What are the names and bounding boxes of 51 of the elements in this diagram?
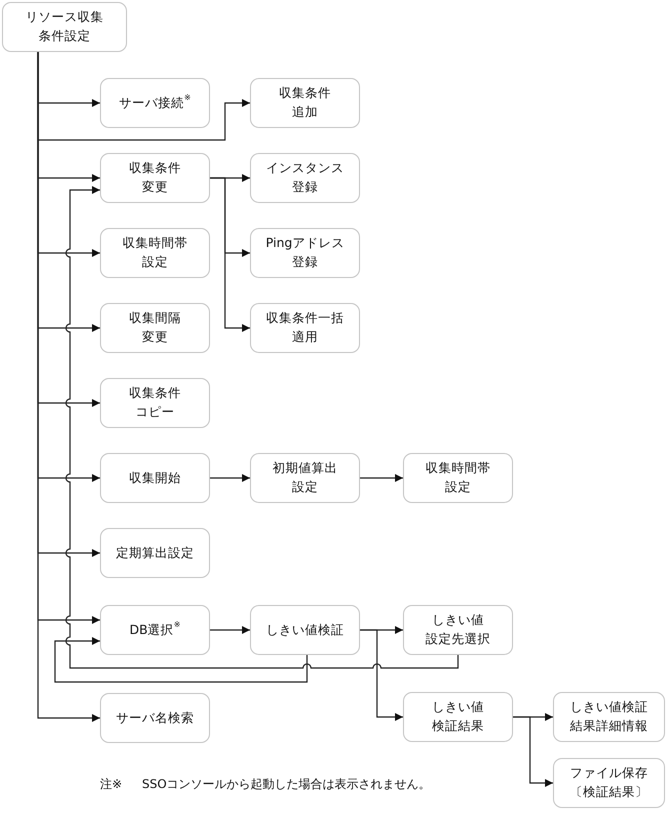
box-label: しきい値検証結果 xyxy=(432,698,484,735)
box-label: 初期値算出設定 xyxy=(272,459,338,496)
arrow xyxy=(54,637,308,683)
box-label: Pingアドレス登録 xyxy=(266,234,344,271)
box-label: 収集条件一括適用 xyxy=(266,309,344,346)
process-box xyxy=(250,453,360,503)
process-box xyxy=(100,605,210,655)
process-box xyxy=(250,605,360,655)
arrow xyxy=(210,474,250,482)
footnote-mark: 注※ xyxy=(100,776,122,793)
box-label: 収集条件コピー xyxy=(129,384,181,421)
process-box xyxy=(100,153,210,203)
box-label: 定期算出設定 xyxy=(116,544,194,562)
box-label: サーバ名検索 xyxy=(116,708,194,727)
process-box xyxy=(100,303,210,353)
process-box xyxy=(100,78,210,128)
process-box xyxy=(100,453,210,503)
box-label: DB選択$^{※}$ xyxy=(130,620,180,639)
box-label: リソース収集条件設定 xyxy=(26,8,104,45)
process-box xyxy=(403,453,513,503)
box-label: しきい値検証 xyxy=(266,620,344,639)
box-label: サーバ接続$^{※}$ xyxy=(119,94,191,112)
box-label: 収集時間帯設定 xyxy=(426,459,490,496)
box-label: 収集時間帯設定 xyxy=(122,234,188,271)
process-box xyxy=(250,303,360,353)
box-label: 収集間隔変更 xyxy=(129,309,181,346)
process-box xyxy=(100,693,210,743)
arrow xyxy=(210,626,250,634)
box-label: しきい値設定先選択 xyxy=(426,611,490,648)
box-label: ファイル保存〔検証結果〕 xyxy=(570,764,648,801)
arrow xyxy=(360,629,403,721)
process-box xyxy=(2,2,127,52)
footnote-text: SSOコンソールから起動した場合は表示されません。 xyxy=(142,776,431,793)
process-box xyxy=(250,153,360,203)
box-label: しきい値検証結果詳細情報 xyxy=(570,698,648,735)
box-label: 収集条件変更 xyxy=(129,159,181,196)
arrow xyxy=(513,716,553,787)
box-label: 収集条件追加 xyxy=(279,84,331,121)
process-box xyxy=(250,228,360,278)
process-box xyxy=(403,692,513,742)
process-box xyxy=(403,605,513,655)
arrow xyxy=(210,177,250,332)
process-box xyxy=(100,528,210,578)
box-label: 収集開始 xyxy=(129,468,181,487)
process-box xyxy=(100,378,210,428)
arrow xyxy=(360,474,403,482)
process-box xyxy=(553,758,665,808)
box-label: インスタンス登録 xyxy=(266,159,344,196)
process-box xyxy=(553,692,665,742)
process-box xyxy=(100,228,210,278)
process-box xyxy=(250,78,360,128)
